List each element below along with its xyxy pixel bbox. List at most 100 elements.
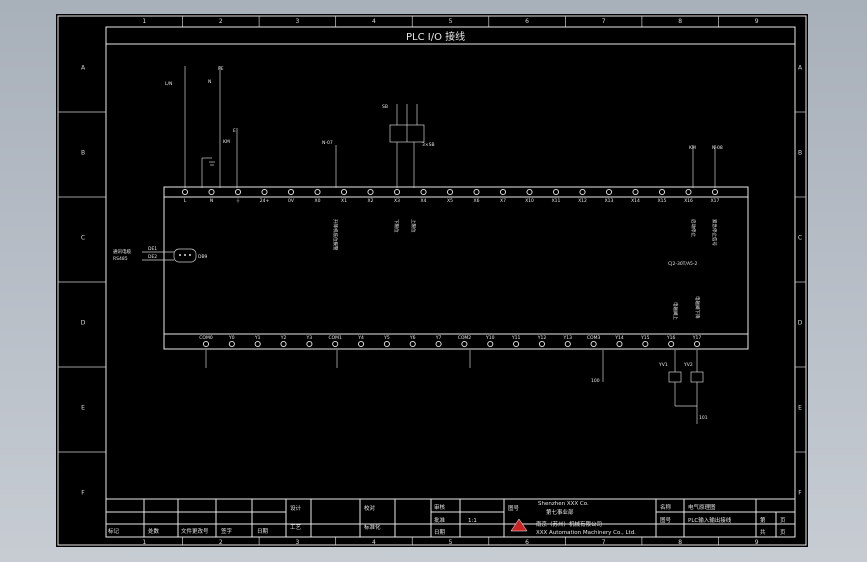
terminal-screw <box>358 340 365 348</box>
terminal-screw <box>590 340 597 348</box>
terminal-screw <box>314 188 321 196</box>
terminal-screw <box>642 340 649 348</box>
terminal-screw <box>461 340 468 348</box>
dept-name: 第七事业部 <box>546 508 574 516</box>
scale-value: 1:1 <box>468 518 477 524</box>
db9-label: DB9 <box>198 254 208 260</box>
sheet-value: 页 <box>780 517 786 524</box>
switch-block-label: 3×SB <box>422 142 435 148</box>
terminal-label: X17 <box>711 198 720 204</box>
terminal-label: COM3 <box>587 335 601 341</box>
terminal-screw <box>685 188 692 196</box>
terminal-screw <box>693 340 701 348</box>
note-lower-limit: 下限位 <box>393 219 400 233</box>
inner-border <box>105 26 796 538</box>
terminal-screw <box>564 340 571 348</box>
wire-label-km2: KM <box>689 145 696 151</box>
company-sub: XXX Automation Machinery Co., Ltd. <box>536 530 636 536</box>
solenoid-valve-1 <box>668 371 682 383</box>
row-letter: D <box>798 320 803 327</box>
terminal-label: Y3 <box>306 335 313 341</box>
company-cn: 南京（苏州）机械有限公司 <box>536 520 602 528</box>
rs485-line-1: 通讯电缆 <box>113 248 131 255</box>
terminal-label: X10 <box>525 198 534 204</box>
terminal-label: Y5 <box>383 335 390 341</box>
col-number: 9 <box>755 539 759 546</box>
terminal-screw <box>446 188 454 196</box>
terminal-label: Y10 <box>485 335 495 341</box>
row-letter: F <box>81 490 85 497</box>
terminal-label: Y16 <box>666 335 676 341</box>
drawing-name: 电气原理图 <box>688 503 716 511</box>
terminal-label: X2 <box>368 198 374 204</box>
drawing-no-label: 图号 <box>660 516 672 524</box>
db9-connector <box>173 248 197 263</box>
title-block <box>105 498 796 538</box>
note-upper-limit: 上限位 <box>410 219 417 233</box>
drawing-no: PLC输入输出接线 <box>688 516 732 524</box>
terminal-label: X13 <box>605 198 614 204</box>
row-letter: E <box>81 405 85 412</box>
col-number: 3 <box>295 539 299 546</box>
rev-header-mark: 标记 <box>108 527 120 535</box>
terminal-screw <box>409 340 416 348</box>
terminal-label: X3 <box>394 198 400 204</box>
terminal-label: 24+ <box>260 198 270 204</box>
col-number: 1 <box>142 539 146 546</box>
terminal-label: 0V <box>288 198 295 204</box>
terminal-label: X11 <box>552 198 561 204</box>
terminal-label: Y17 <box>692 335 702 341</box>
terminal-screw <box>228 340 235 348</box>
row-letter: C <box>81 235 85 242</box>
terminal-screw <box>513 340 520 348</box>
terminal-screw <box>254 340 261 348</box>
rev-header-doc: 文件更改号 <box>181 527 209 535</box>
col-number: 2 <box>219 18 223 25</box>
terminal-label: N <box>210 198 213 204</box>
terminal-label: X6 <box>474 198 480 204</box>
terminal-screw <box>632 188 639 196</box>
terminal-screw <box>487 340 494 348</box>
terminal-screw <box>420 188 427 196</box>
total-label: 共 <box>760 528 766 536</box>
role-process: 工艺 <box>290 524 302 531</box>
rev-header-count: 处数 <box>148 527 160 535</box>
row-letter: D <box>81 320 86 327</box>
row-letter: B <box>81 150 85 157</box>
top-wiring <box>184 66 716 188</box>
terminal-screw <box>261 188 268 196</box>
wire-label-yv2: YV2 <box>683 362 693 368</box>
terminal-screw <box>538 340 545 348</box>
wire-label-n: N <box>208 79 211 85</box>
terminal-label: Y11 <box>511 335 521 341</box>
wire-label-km: KM <box>223 139 230 145</box>
terminal-screw <box>526 188 533 196</box>
terminal-label: X12 <box>578 198 587 204</box>
row-letter: A <box>81 65 86 72</box>
wire-label-sb: SB <box>382 104 388 110</box>
col-number: 5 <box>449 539 453 546</box>
rs485-line-2: RS485 <box>113 256 128 262</box>
col-number: 1 <box>142 18 146 25</box>
row-letter: B <box>798 150 802 157</box>
col-number: 8 <box>678 18 682 25</box>
total-value: 页 <box>780 529 786 536</box>
terminal-screw <box>332 340 339 348</box>
terminal-label: X0 <box>315 198 321 204</box>
row-letter: C <box>798 235 802 242</box>
terminal-screw <box>287 188 295 196</box>
terminal-screw <box>668 340 675 348</box>
col-number: 9 <box>755 18 759 25</box>
drawing-name-label: 名称 <box>660 503 672 511</box>
input-notes: 升降机低位报警 下限位 上限位 启动停止 紧急停止信号 电磁阀上 电磁阀下降 <box>332 219 718 320</box>
wire-label-101: 101 <box>699 415 708 421</box>
note-emergency-stop: 紧急停止信号 <box>711 219 718 246</box>
terminal-screw <box>499 188 507 196</box>
col-number: 6 <box>525 18 529 25</box>
terminal-screw <box>340 188 348 196</box>
outer-border <box>57 15 807 546</box>
